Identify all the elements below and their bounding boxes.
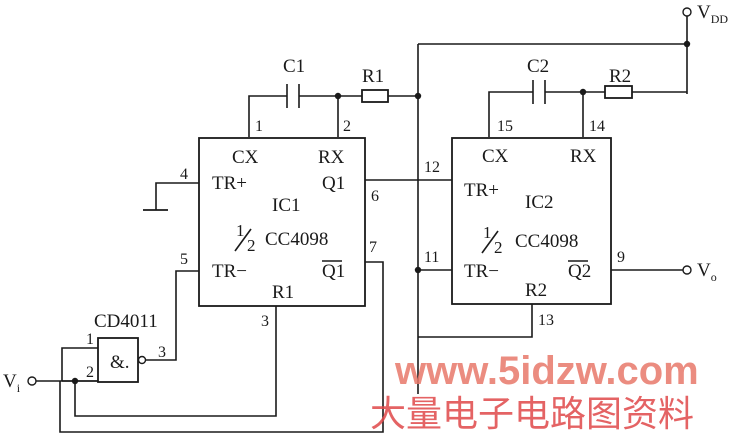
- ic1-pin-6: 6: [371, 188, 379, 205]
- ic1-part: CC4098: [265, 229, 328, 250]
- ic1-reset-label: R1: [272, 282, 294, 303]
- ic2-trm-label: TR−: [464, 261, 499, 282]
- vo-label: Vo: [697, 260, 717, 284]
- gate-pin-3: 3: [158, 344, 166, 361]
- ic1-qbar-label: Q1: [322, 261, 345, 282]
- ic1-name: IC1: [272, 195, 301, 216]
- ic1-trp-label: TR+: [212, 173, 247, 194]
- ic2-pin-14: 14: [589, 118, 605, 135]
- ic1-reset-feedback-wire: [74, 306, 277, 417]
- vi-label: Vi: [3, 371, 21, 395]
- ground-symbol: [143, 182, 199, 211]
- ic2-rx-label: RX: [570, 146, 597, 167]
- gate-pin-1: 1: [86, 331, 94, 348]
- ic2-trp-label: TR+: [464, 180, 499, 201]
- ic1-rx-label: RX: [318, 147, 345, 168]
- ic1-q-label: Q1: [322, 173, 345, 194]
- r1-resistor: [361, 89, 389, 103]
- vdd-rail: [417, 7, 692, 394]
- ic2-reset-wire: [418, 304, 533, 338]
- ic1-pin-2: 2: [343, 118, 351, 135]
- ic1-pin-3: 3: [261, 313, 269, 330]
- ic2-pin-12: 12: [424, 159, 440, 176]
- ic1-trm-label: TR−: [212, 261, 247, 282]
- ic2-timing-network: [488, 80, 687, 137]
- c1-capacitor: [286, 84, 300, 108]
- ic2-reset-label: R2: [525, 280, 547, 301]
- c2-label: C2: [527, 56, 549, 77]
- ic2-part: CC4098: [515, 231, 578, 252]
- ic1-pin-5: 5: [180, 251, 188, 268]
- ic1-pin-4: 4: [180, 166, 188, 183]
- ic2-pin-9: 9: [617, 249, 625, 266]
- gate-pin-2: 2: [86, 364, 94, 381]
- r1-label: R1: [362, 66, 384, 87]
- ic1-half-num: 1: [236, 221, 245, 240]
- c1-label: C1: [283, 56, 305, 77]
- vdd-label: VDD: [697, 2, 728, 26]
- ic1-half-den: 2: [247, 236, 256, 255]
- r2-resistor: [604, 85, 633, 99]
- ic1-pin-7: 7: [369, 239, 377, 256]
- watermark-url: www.5idzw.com: [394, 349, 699, 393]
- r2-label: R2: [609, 66, 631, 87]
- vdd-terminal: [682, 7, 692, 17]
- gate-symbol: &.: [110, 352, 130, 373]
- ic2-half-den: 2: [494, 238, 503, 257]
- gate-part-label: CD4011: [94, 311, 158, 332]
- ic2-half-num: 1: [483, 223, 492, 242]
- ic1-cx-label: CX: [232, 147, 259, 168]
- ic2-pin-13: 13: [538, 312, 554, 329]
- ic2-cx-label: CX: [482, 146, 509, 167]
- ic1-body: [198, 137, 366, 307]
- ic1-pin-1: 1: [255, 118, 263, 135]
- vi-terminal: [27, 376, 37, 386]
- watermark-cn: 大量电子电路图资料: [370, 394, 694, 435]
- ic2-pin-15: 15: [497, 118, 513, 135]
- ic2-name: IC2: [525, 192, 554, 213]
- ic2-pin-11: 11: [424, 249, 439, 266]
- vo-terminal: [682, 265, 692, 275]
- c2-capacitor: [532, 80, 546, 104]
- ic1-timing-network: [248, 84, 422, 137]
- ic2-qbar-label: Q2: [568, 261, 591, 282]
- ic1-qbar-feedback-wire: [59, 261, 384, 433]
